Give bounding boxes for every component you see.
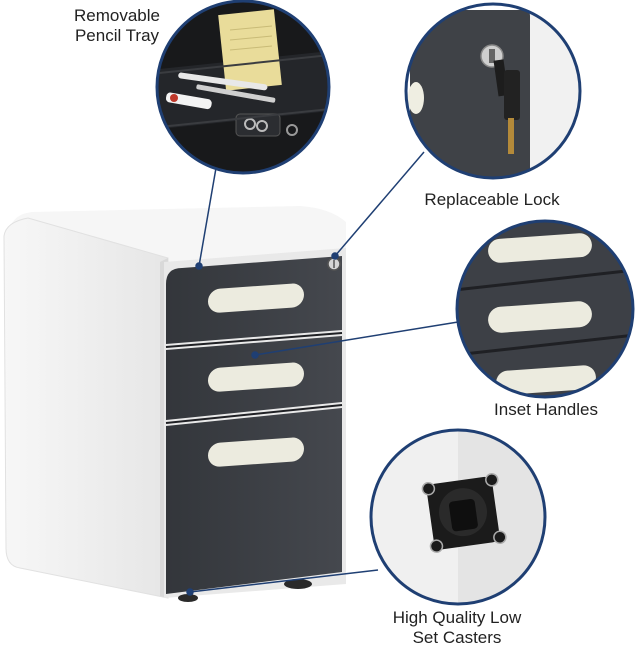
handle-top	[208, 283, 304, 313]
casters-label: High Quality Low Set Casters	[392, 608, 522, 647]
pencil-tray-label: Removable Pencil Tray	[74, 6, 160, 45]
callout-leaders	[186, 151, 459, 596]
lock-label: Replaceable Lock	[424, 190, 560, 209]
drawer-bottom	[166, 408, 342, 594]
lock-icon	[327, 257, 341, 271]
inset-handles-callout	[455, 219, 635, 399]
lock-callout	[404, 2, 582, 180]
handles-label: Inset Handles	[494, 400, 598, 419]
caster-callout	[369, 428, 547, 606]
handle-bottom	[208, 437, 304, 467]
handle-middle	[208, 362, 304, 392]
pencil-tray-callout	[155, 0, 331, 175]
file-cabinet	[3, 206, 346, 602]
